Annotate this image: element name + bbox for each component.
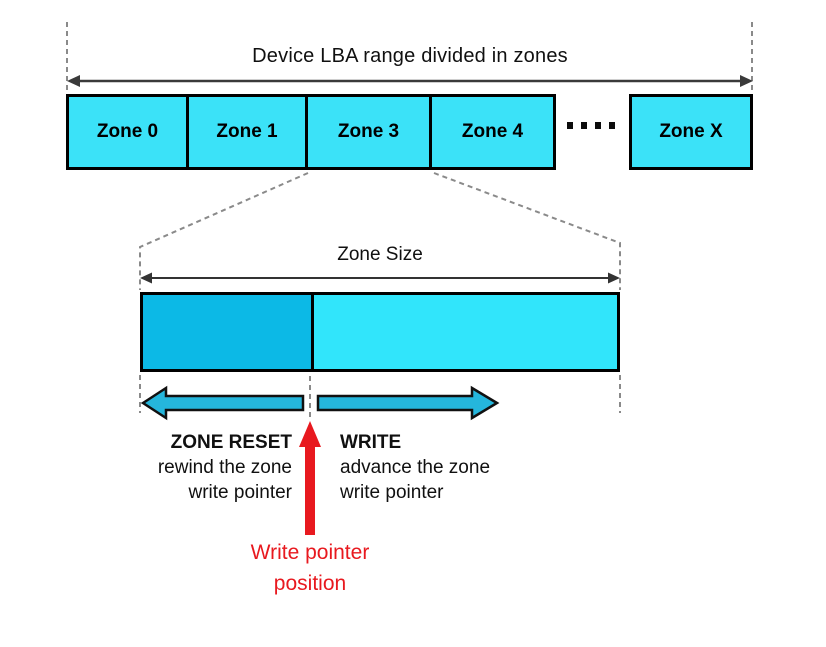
write-pointer-label: Write pointer position bbox=[210, 537, 410, 599]
zoomed-zone-bar bbox=[140, 292, 620, 372]
write-pointer-divider bbox=[311, 295, 314, 369]
unwritten-region bbox=[314, 295, 617, 369]
write-desc-1: advance the zone bbox=[340, 457, 491, 478]
dot bbox=[609, 122, 615, 129]
zone-label: Zone 1 bbox=[216, 121, 278, 142]
arrowhead-right-icon bbox=[740, 75, 753, 87]
lba-range-title: Device LBA range divided in zones bbox=[252, 45, 568, 67]
write-pointer-label-line2: position bbox=[273, 572, 347, 595]
zoom-left-dash bbox=[139, 172, 309, 290]
zone-box-3: Zone 3 bbox=[305, 94, 432, 170]
write-pointer-arrow-icon bbox=[299, 421, 321, 535]
zone-size-label: Zone Size bbox=[337, 244, 423, 265]
write-text: WRITE advance the zone write pointer bbox=[340, 430, 570, 505]
write-desc-2: write pointer bbox=[340, 482, 444, 503]
zone-row: Zone 0 Zone 1 Zone 3 Zone 4 bbox=[66, 94, 556, 170]
ellipsis-icon bbox=[567, 122, 615, 129]
written-region bbox=[143, 295, 311, 369]
zone-reset-text: ZONE RESET rewind the zone write pointer bbox=[72, 430, 292, 505]
write-arrow-icon bbox=[316, 385, 500, 421]
zone-size-arrow bbox=[140, 272, 620, 284]
zone-label: Zone 0 bbox=[96, 121, 159, 142]
zone-reset-title: ZONE RESET bbox=[170, 432, 292, 453]
zone-box-1: Zone 1 bbox=[186, 94, 308, 170]
dot bbox=[581, 122, 587, 129]
zone-box-x: Zone X bbox=[629, 94, 753, 170]
arrowhead-right-icon bbox=[608, 272, 620, 284]
zone-label: Zone 3 bbox=[337, 121, 400, 142]
dot bbox=[567, 122, 573, 129]
arrowhead-left-icon bbox=[67, 75, 80, 87]
zone-label: Zone X bbox=[659, 121, 723, 142]
arrowhead-left-icon bbox=[140, 272, 152, 284]
dot bbox=[595, 122, 601, 129]
lba-range-arrow bbox=[67, 75, 753, 87]
write-pointer-label-line1: Write pointer bbox=[250, 541, 370, 564]
zoom-right-dash bbox=[433, 172, 621, 290]
zone-reset-arrow-icon bbox=[140, 385, 305, 421]
write-title: WRITE bbox=[340, 432, 402, 453]
zone-box-4: Zone 4 bbox=[429, 94, 556, 170]
zone-label: Zone 4 bbox=[461, 121, 524, 142]
zone-box-0: Zone 0 bbox=[66, 94, 189, 170]
zone-reset-desc-2: write pointer bbox=[188, 482, 293, 503]
zone-reset-desc-1: rewind the zone bbox=[157, 457, 292, 478]
